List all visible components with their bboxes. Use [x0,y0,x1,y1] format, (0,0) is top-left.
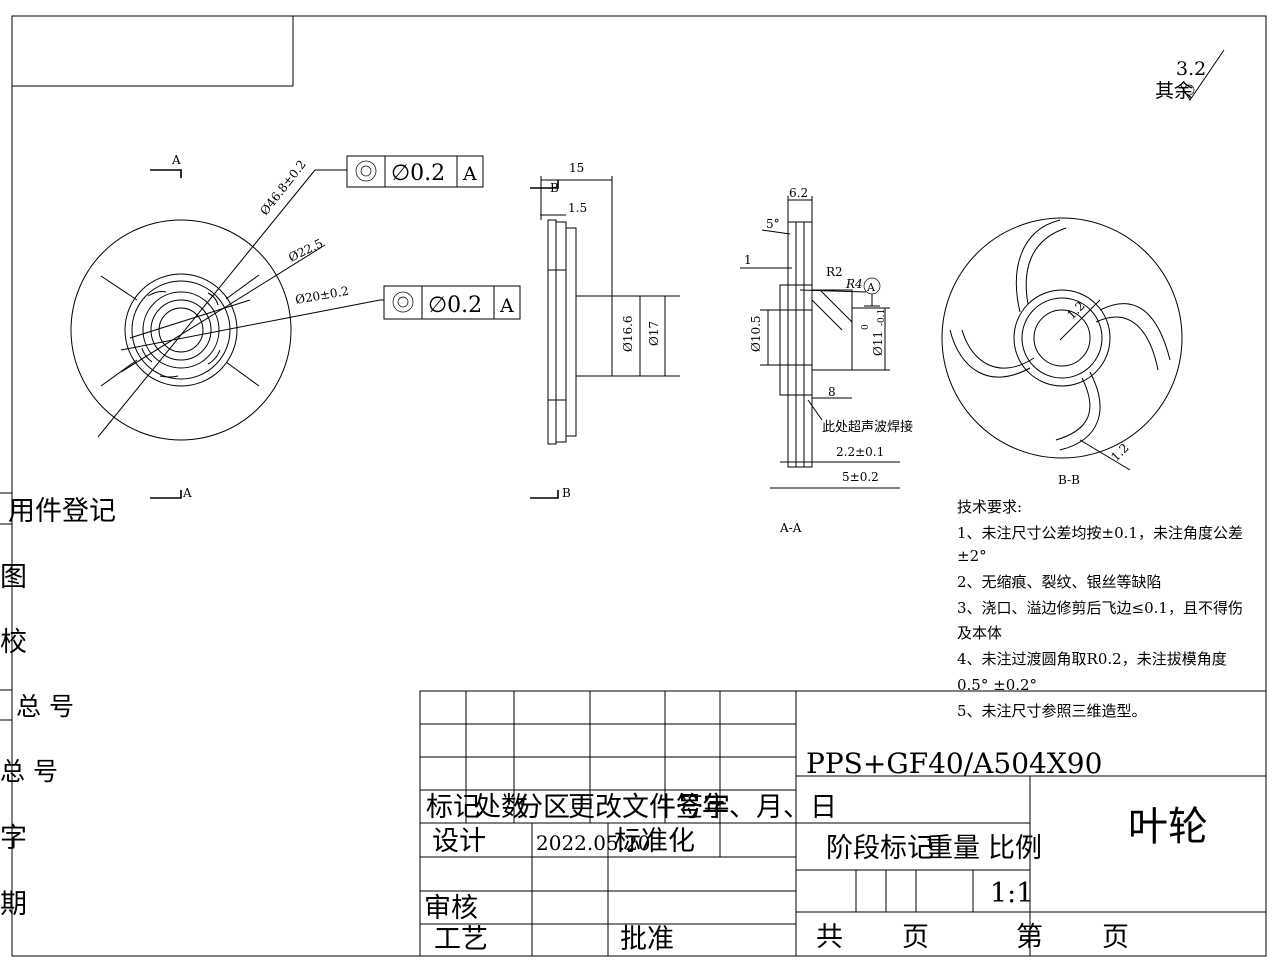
dim-sec-r2: R2 [826,265,843,279]
tech-line-1: 1、未注尺寸公差均按±0.1，未注角度公差 [957,524,1243,542]
section-view-a-a: 6.2 5° 1 R2 R4 A Ø10.5 Ø11 0 -0.1 8 此处超声… [740,186,913,535]
tb-header-mark: 标记 [426,792,480,823]
title-block [419,690,1267,957]
dim-side-1-5: 1.5 [568,201,587,215]
tech-line-2: ±2° [957,547,987,565]
tech-title: 技术要求: [957,498,1022,516]
dim-sec-d11-lower: -0.1 [877,309,887,326]
dim-side-15: 15 [569,161,584,175]
tech-line-5: 及本体 [957,624,1002,642]
part-name: 叶轮 [1128,804,1208,850]
tolerance-datum-2: A [499,295,514,317]
tb-header-zone: 分区 [516,792,570,823]
dim-sec-8: 8 [828,385,836,399]
tech-line-8: 5、未注尺寸参照三维造型。 [957,702,1147,720]
strip-label-drawing: 图 [0,562,27,593]
tech-line-3: 2、无缩痕、裂纹、银丝等缺陷 [957,573,1162,591]
section-caption-a-a: A-A [779,521,802,535]
tech-line-7: 0.5° ±0.2° [957,676,1037,694]
section-view-b-b: 1.2 1.2 B-B [941,217,1183,487]
dim-sec-5deg: 5° [766,217,780,231]
weld-note: 此处超声波焊接 [822,419,913,435]
section-datum-a: A [866,281,876,294]
dim-sec-1: 1 [744,253,752,267]
dim-sec-2-2: 2.2±0.1 [836,445,884,459]
tb-review-label: 审核 [424,893,478,924]
tb-header-signature: 签字 [676,792,730,823]
section-mark-a-bottom: A [182,486,192,500]
tb-standardize-label: 标准化 [614,826,695,857]
tb-approve-label: 批准 [620,924,674,955]
dim-bb-1-2-inner: 1.2 [1064,299,1087,322]
dim-sec-d10-5: Ø10.5 [749,315,763,352]
strip-label-date: 期 [0,889,27,920]
tolerance-datum-1: A [462,163,477,185]
tb-page-label: 页 [902,922,929,953]
tb-header-date: 年、月、日 [702,792,837,823]
strip-label-check: 校 [0,627,27,658]
side-label-b: B [550,181,559,195]
tb-header-change-doc: 更改文件号 [568,792,703,823]
tb-scale-label: 比例 [988,833,1042,864]
tech-line-4: 3、浇口、溢边修剪后飞边≤0.1，且不得伤 [957,599,1243,617]
tech-line-6: 4、未注过渡圆角取R0.2，未注拔模角度 [957,650,1227,668]
tolerance-value-2: ∅0.2 [428,293,482,318]
dim-side-d16-6: Ø16.6 [621,315,635,352]
tb-page-label-2: 页 [1102,922,1129,953]
dim-bb-1-2-outer: 1.2 [1108,441,1131,464]
tb-design-date: 2022.05.20 [536,831,651,855]
material-spec: PPS+GF40/A504X90 [806,747,1102,780]
tb-sheet-label: 第 [1016,922,1043,953]
strip-label-registration: 用件登记 [8,496,116,527]
front-view: Ø46.8±0.2 Ø22.5 Ø20±0.2 A A [70,153,384,500]
dim-sec-d11: Ø11 [871,331,885,356]
dim-sec-r4: R4 [845,277,863,291]
dim-sec-6-2: 6.2 [789,186,808,200]
tb-process-label: 工艺 [434,924,488,955]
tb-weight-label: 重量 [926,833,980,864]
side-view: 15 1.5 Ø16.6 Ø17 B B [530,161,680,500]
left-registration-strip: 用件登记 图 校 总 号 总 号 字 期 [0,492,116,920]
strip-label-sign: 字 [0,823,27,854]
tb-header-count: 处数 [474,792,528,823]
tb-stage-mark: 阶段标记 [826,833,934,864]
dim-d-22-5: Ø22.5 [286,236,325,265]
section-mark-a-top: A [171,153,181,167]
dim-side-d17: Ø17 [647,321,661,346]
tb-scale-value: 1:1 [990,878,1033,909]
tolerance-frame-concentricity-1: ∅0.2 A [346,155,484,188]
tolerance-value-1: ∅0.2 [391,161,445,186]
technical-requirements: 技术要求: 1、未注尺寸公差均按±0.1，未注角度公差 ±2° 2、无缩痕、裂纹… [957,498,1243,720]
surface-finish-symbol: 其余 3.2 [1155,49,1225,102]
strip-label-number-2: 总 号 [0,757,58,786]
tolerance-frame-concentricity-2: ∅0.2 A [383,285,521,320]
strip-label-number-1: 总 号 [16,692,74,721]
surface-finish-value: 3.2 [1176,58,1206,80]
surface-finish-other-label: 其余 [1155,80,1193,102]
tb-design-label: 设计 [432,826,486,857]
tb-total-label: 共 [816,922,843,953]
section-mark-b-bottom: B [562,486,571,500]
section-caption-b-b: B-B [1058,473,1080,487]
dim-sec-5: 5±0.2 [842,470,879,484]
dim-sec-d11-upper: 0 [861,324,871,330]
dim-d-20: Ø20±0.2 [294,284,350,307]
